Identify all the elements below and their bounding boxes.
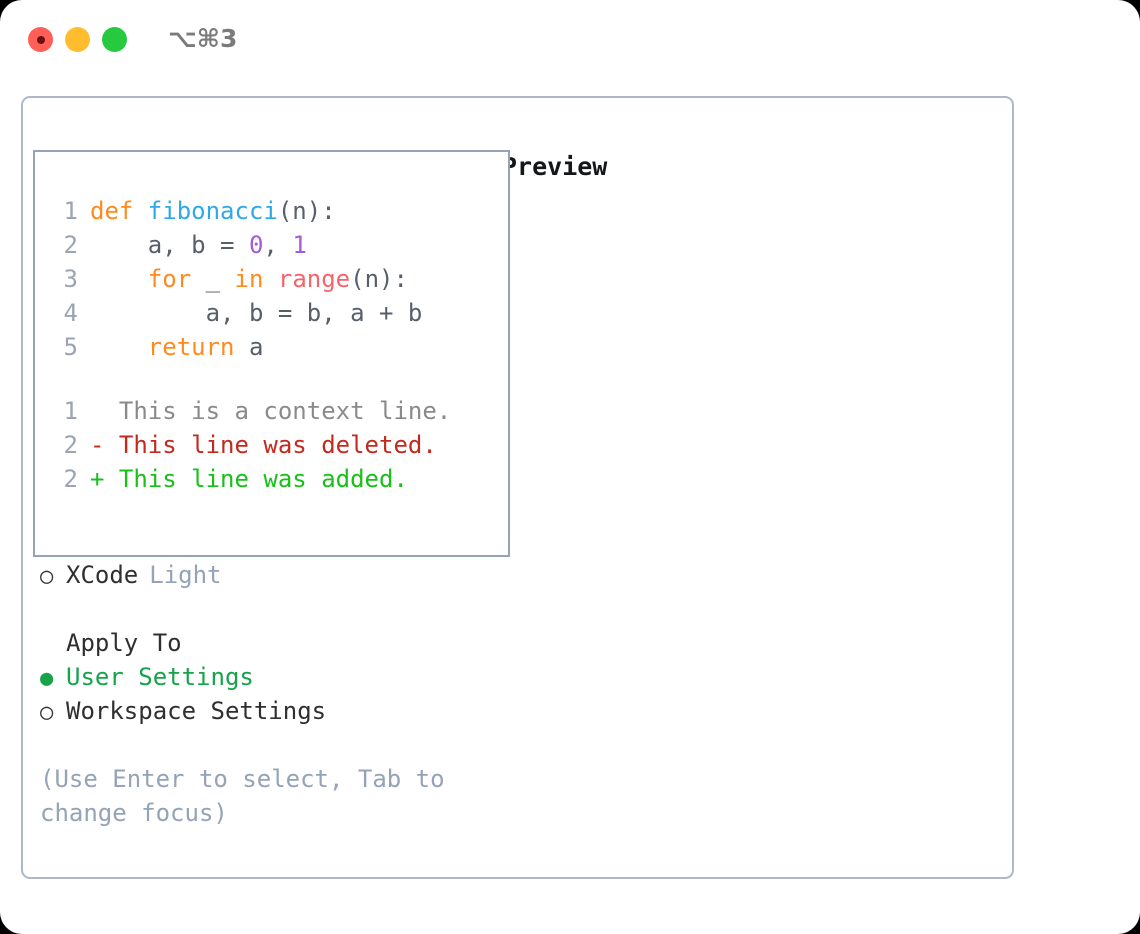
apply-to-option-workspace-settings[interactable]: ○ Workspace Settings: [40, 694, 480, 728]
theme-option-xcode[interactable]: ○ XCode Light: [40, 558, 480, 592]
code-line: 1 def fibonacci(n):: [49, 194, 502, 228]
token-kw: def: [90, 197, 148, 225]
apply-to-header: Apply To: [40, 626, 480, 660]
radio-unselected-icon: ○: [40, 700, 54, 725]
diff-text: This is a context line.: [104, 397, 452, 425]
code-text: def fibonacci(n):: [90, 194, 336, 228]
apply-to-title: Apply To: [66, 629, 182, 657]
diff-line-context: 1 This is a context line.: [49, 394, 502, 428]
token-punct: (n):: [350, 265, 408, 293]
apply-to-section: Apply To ● User Settings ○ Workspace Settin…: [40, 626, 480, 728]
radio-unselected-icon: ○: [40, 564, 54, 589]
keyboard-hint-text: (Use Enter to select, Tab to change focu…: [40, 765, 460, 827]
token-num: 0: [248, 231, 264, 259]
code-line: 2 a, b = 0, 1: [49, 228, 502, 262]
diff-sign: +: [90, 465, 105, 493]
code-text: a, b = 0, 1: [90, 228, 307, 262]
keyboard-shortcut-label: ⌥⌘3: [168, 24, 238, 53]
token-plain: [263, 265, 277, 293]
token-plain: [90, 265, 148, 293]
apply-to-options: ● User Settings ○ Workspace Settings: [40, 660, 480, 728]
token-plain: _: [191, 265, 235, 293]
token-plain: [90, 333, 148, 361]
diff-block: 1 This is a context line.2- This line wa…: [49, 394, 502, 496]
preview-title: Preview: [502, 152, 608, 181]
minimize-button[interactable]: [65, 27, 90, 52]
code-text: return a: [90, 330, 264, 364]
token-plain: a, b = b, a + b: [90, 299, 423, 327]
card-body: > Select Theme ○ANSIDark○Atom OneDark○Ay…: [23, 98, 1012, 877]
token-plain: ,: [263, 231, 293, 259]
token-fn: fibonacci: [147, 197, 278, 225]
token-plain: a, b =: [90, 231, 249, 259]
code-line: 5 return a: [49, 330, 502, 364]
close-button[interactable]: [28, 27, 53, 52]
maximize-button[interactable]: [102, 27, 127, 52]
code-text: a, b = b, a + b: [90, 296, 423, 330]
apply-to-option-label: User Settings: [66, 663, 254, 691]
token-kw: for: [147, 265, 192, 293]
diff-text: This line was added.: [104, 465, 408, 493]
diff-text: This line was deleted.: [104, 431, 437, 459]
code-line: 3 for _ in range(n):: [49, 262, 502, 296]
title-bar: ⌥⌘3: [0, 0, 1140, 80]
token-punct: (n):: [277, 197, 336, 225]
token-num: 1: [292, 231, 307, 259]
diff-line-add: 2 + This line was added.: [49, 462, 502, 496]
code-diff-separator: [49, 364, 502, 394]
apply-to-option-user-settings[interactable]: ● User Settings: [40, 660, 480, 694]
token-plain: a: [234, 333, 264, 361]
line-number: 4: [63, 299, 78, 327]
token-kw: in: [234, 265, 264, 293]
window-controls: [28, 27, 127, 52]
code-text: for _ in range(n):: [90, 262, 408, 296]
radio-selected-icon: ●: [40, 666, 54, 691]
main-card: > Select Theme ○ANSIDark○Atom OneDark○Ay…: [21, 96, 1014, 879]
theme-option-variant-badge: Light: [149, 561, 222, 589]
diff-line-del: 2- This line was deleted.: [49, 428, 502, 462]
theme-option-label: XCode: [66, 561, 139, 589]
token-call: range: [277, 265, 351, 293]
apply-to-option-label: Workspace Settings: [66, 697, 327, 725]
preview-section: Preview: [502, 150, 997, 184]
line-number: 1: [63, 197, 78, 225]
line-number: 1: [63, 397, 78, 425]
line-number: 3: [63, 265, 78, 293]
line-number: 2: [63, 431, 78, 459]
line-number: 2: [63, 465, 78, 493]
code-line: 4 a, b = b, a + b: [49, 296, 502, 330]
line-number: 2: [63, 231, 78, 259]
diff-sign: [90, 394, 104, 428]
diff-sign: -: [90, 431, 105, 459]
token-kw: return: [147, 333, 235, 361]
line-number: 5: [63, 333, 78, 361]
